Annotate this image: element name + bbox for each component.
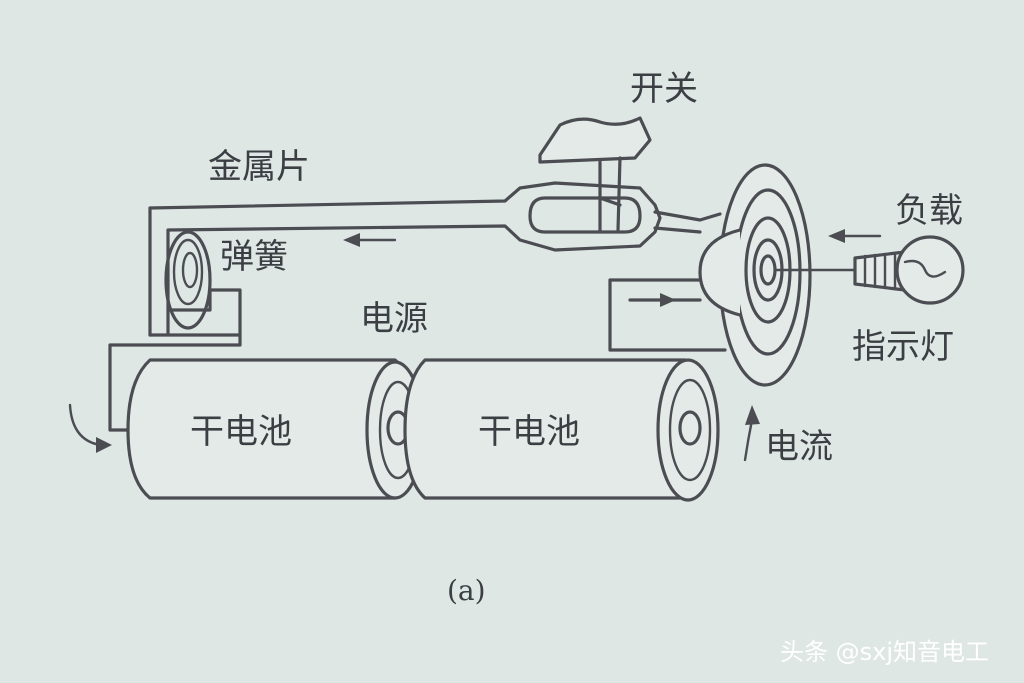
label-switch: 开关 <box>630 69 698 109</box>
metal-strip-outline <box>148 181 662 337</box>
arrow-to-socket <box>630 293 676 307</box>
label-current: 电流 <box>765 427 833 467</box>
socket-center <box>759 254 777 286</box>
label-indicator-lamp: 指示灯 <box>852 327 954 367</box>
label-battery-2: 干电池 <box>478 412 580 452</box>
lamp-filament <box>903 259 947 278</box>
strip-to-socket <box>653 210 722 222</box>
spring-outer <box>164 230 212 330</box>
label-spring: 弹簧 <box>220 237 288 277</box>
metal-strip-slot <box>528 196 642 234</box>
left-contact-plate <box>108 333 242 432</box>
spring-inner <box>181 251 199 289</box>
battery-2-end-ring <box>668 378 712 482</box>
spring-mid <box>172 238 204 306</box>
arrow-current-up <box>743 405 760 462</box>
label-power-source: 电源 <box>360 299 428 339</box>
switch-knob <box>538 116 652 164</box>
label-battery-1: 干电池 <box>190 412 292 452</box>
socket-back <box>698 228 742 317</box>
strip-to-socket-lower <box>653 226 702 234</box>
watermark: 头条 @sxj知音电工 <box>780 638 989 666</box>
right-contact-plate <box>608 278 727 352</box>
lamp-threads <box>863 251 897 291</box>
lamp-bulb <box>895 235 965 305</box>
arrow-left-curve <box>68 403 112 453</box>
figure-caption: (a) <box>447 574 486 607</box>
battery-2-terminal <box>678 410 702 446</box>
label-metal-strip: 金属片 <box>208 147 310 187</box>
arrow-load <box>828 229 882 243</box>
label-load: 负载 <box>895 191 963 231</box>
arrow-strip-left <box>343 233 397 247</box>
switch-stem <box>598 156 622 234</box>
